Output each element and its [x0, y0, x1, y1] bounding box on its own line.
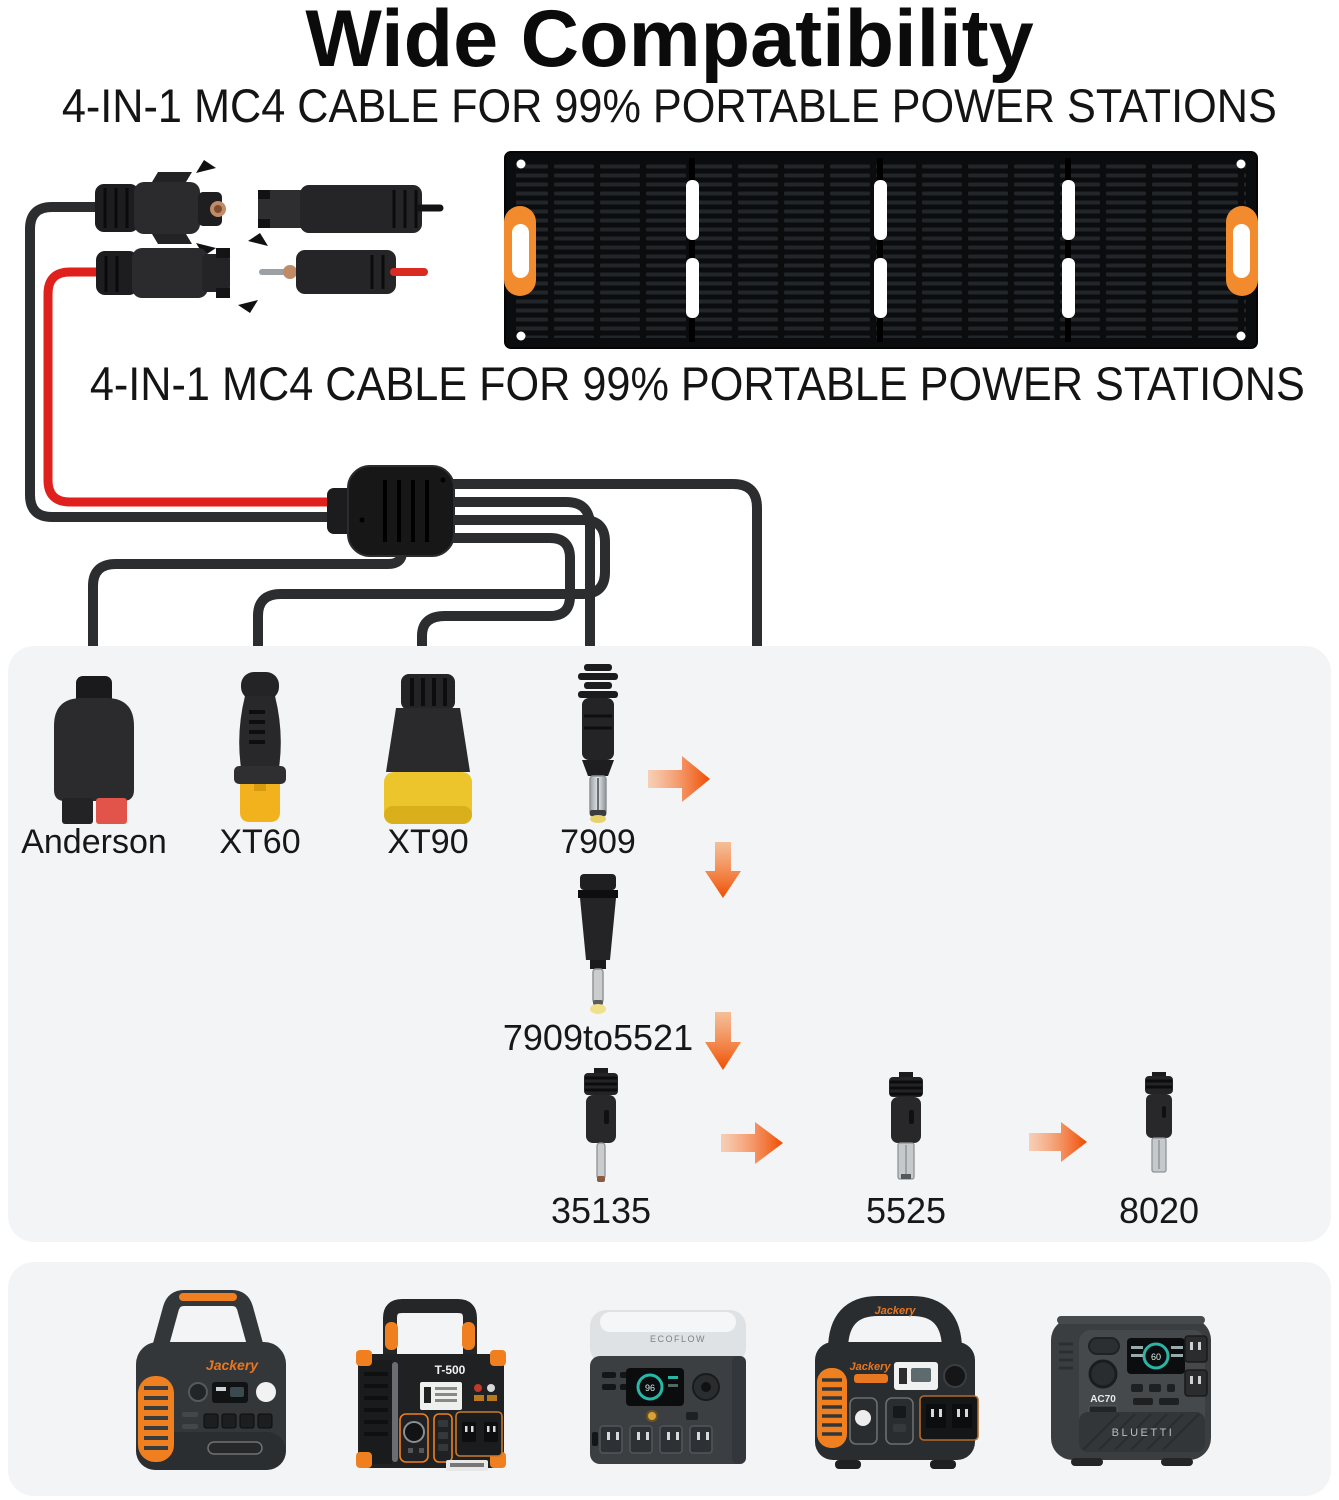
mc4-pair-black: [95, 160, 444, 256]
splitter-output-cables: [88, 479, 762, 657]
station-logo: Jackery: [875, 1305, 917, 1317]
arrow-down-icon: [705, 1012, 741, 1070]
output-cable-far-right: [445, 479, 762, 657]
panel-slot: [1062, 180, 1075, 240]
station-pill-button: [1088, 1337, 1120, 1355]
mc4-copper-ring: [283, 265, 297, 279]
label-xt60: XT60: [219, 823, 301, 861]
station-jackery-explorer-300: Jackery Jackery: [815, 1296, 979, 1469]
corner-cap: [356, 1350, 372, 1366]
output-cable-xt60: [253, 515, 610, 657]
display-value: 96: [645, 1383, 655, 1393]
cable-splitter: [327, 465, 455, 557]
label-35135: 35135: [550, 1190, 652, 1231]
label-8020: 8020: [1118, 1190, 1200, 1231]
mc4-prong-top: [152, 172, 192, 182]
panel-slot: [686, 180, 699, 240]
station-badge: [207, 1441, 263, 1455]
dc5525-adapter: [889, 1072, 923, 1180]
station-handle: [152, 1290, 264, 1351]
mc4-male-body: [296, 250, 396, 294]
pin-tip: [590, 815, 606, 823]
subtitle-top: 4-IN-1 MC4 CABLE FOR 99% PORTABLE POWER …: [0, 80, 1339, 132]
anderson-tab-red: [96, 798, 127, 824]
pin-tip: [590, 1004, 606, 1014]
mc4-input-cable-black: [25, 202, 357, 522]
label-7909: 7909: [560, 823, 636, 861]
mate-arrow-icon: [196, 243, 216, 256]
display-value: 60: [1151, 1352, 1161, 1362]
xt90-connector: [384, 674, 472, 824]
station-handle: [383, 1299, 477, 1356]
dc7909to5521-adapter: [578, 874, 618, 1014]
station-front-logo: Jackery: [850, 1361, 892, 1373]
ac-outlet: [1184, 1369, 1208, 1397]
pin-tip: [597, 1176, 605, 1182]
anderson-connector: [54, 676, 134, 824]
page-title: Wide Compatibility: [305, 0, 1034, 84]
label-xt90: XT90: [387, 823, 469, 861]
subtitle-mid-text: 4-IN-1 MC4 CABLE FOR 99% PORTABLE POWER …: [89, 357, 1305, 410]
station-model: AC70: [1090, 1394, 1116, 1405]
xt60-yellow-plug: [240, 784, 280, 822]
station-bluetti-ac70: 60 AC70 BLUETTI: [1051, 1316, 1211, 1466]
station-logo: Jackery: [206, 1357, 259, 1373]
cable-diagram: [25, 151, 1258, 657]
dc8020-adapter: [1145, 1072, 1173, 1173]
panel-slot: [874, 258, 887, 318]
label-anderson: Anderson: [21, 823, 167, 861]
solar-panel: [504, 151, 1258, 349]
dc-socket: [943, 1364, 967, 1388]
output-cable-anderson: [88, 547, 407, 657]
label-5525: 5525: [865, 1190, 947, 1231]
station-light-button: [646, 1410, 658, 1422]
mc4-male-body: [300, 185, 422, 233]
panel-slot: [874, 180, 887, 240]
anderson-tab-black: [62, 798, 93, 824]
arrow-right-icon: [1029, 1122, 1087, 1162]
panel-slot: [686, 258, 699, 318]
subtitle-top-text: 4-IN-1 MC4 CABLE FOR 99% PORTABLE POWER …: [61, 79, 1277, 132]
corner-cap: [356, 1452, 372, 1468]
station-logo: ECOFLOW: [650, 1334, 706, 1344]
corner-cap: [490, 1350, 506, 1366]
arrow-down-icon: [705, 842, 741, 898]
label-7909to5521: 7909to5521: [502, 1017, 694, 1058]
arrow-right-icon: [648, 756, 710, 802]
output-cable-7909: [445, 497, 595, 657]
station-dial: [403, 1421, 425, 1443]
panel-slot: [1062, 258, 1075, 318]
dc35135-adapter: [584, 1068, 618, 1182]
mc4-male-collar: [258, 190, 306, 228]
subtitle-mid: 4-IN-1 MC4 CABLE FOR 99% PORTABLE POWER …: [28, 358, 1339, 410]
mate-arrow-icon: [248, 233, 268, 246]
station-jackery-explorer-1000: Jackery: [136, 1290, 286, 1470]
mc4-female-body: [134, 182, 200, 234]
station-light-button: [256, 1382, 276, 1402]
xt60-connector: [234, 672, 286, 822]
mc4-female-body: [132, 248, 208, 298]
mate-arrow-icon: [196, 160, 216, 173]
station-badge: [854, 1374, 888, 1383]
mc4-pair-red: [96, 233, 428, 313]
station-logo: T-500: [435, 1363, 466, 1377]
arrow-right-icon: [721, 1122, 783, 1164]
station-dial: [1088, 1359, 1118, 1389]
mc4-input-cable-red: [43, 267, 357, 507]
dc7909-connector: [578, 664, 618, 823]
station-dial: [188, 1382, 208, 1402]
station-logo: BLUETTI: [1112, 1427, 1175, 1439]
mc4-prong-bottom: [152, 234, 192, 244]
connectors-panel: Anderson XT60 XT90 7909 7909to5521 35135…: [8, 646, 1331, 1242]
power-stations-panel: Jackery: [8, 1262, 1331, 1496]
station-ecoflow: ECOFLOW 96: [590, 1310, 746, 1464]
station-t500: T-500: [356, 1299, 506, 1471]
station-handle: [828, 1296, 962, 1351]
pin-tip: [901, 1174, 911, 1179]
ac-outlet: [1184, 1335, 1208, 1363]
output-cable-xt90: [417, 533, 575, 657]
mate-arrow-icon: [238, 300, 258, 313]
station-button: [855, 1410, 871, 1426]
